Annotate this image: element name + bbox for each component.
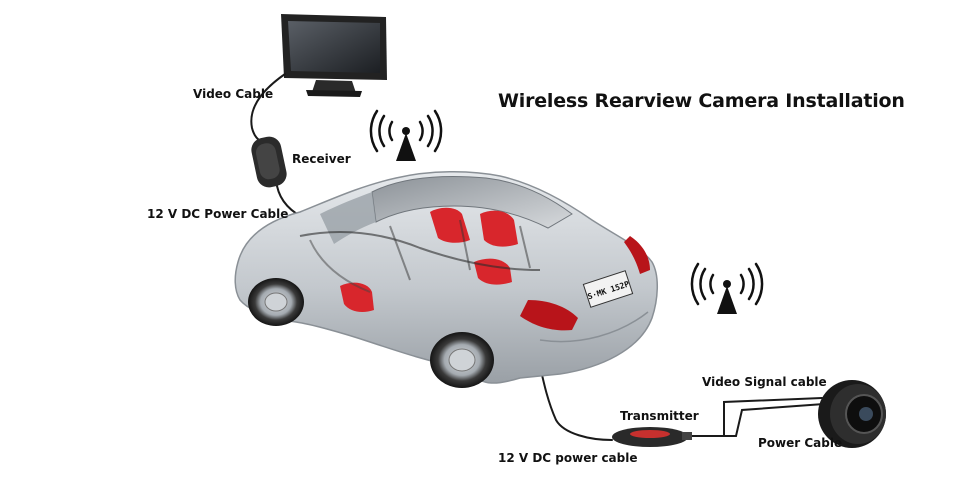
diagram-title: Wireless Rearview Camera Installation (498, 90, 905, 112)
transmitter-label: Transmitter (620, 409, 699, 423)
monitor (281, 14, 387, 97)
rear-wheel (430, 332, 494, 388)
transmitter-power-cable-label: 12 V DC power cable (498, 451, 638, 465)
video-cable-label: Video Cable (193, 87, 274, 101)
receiver-power-cable-label: 12 V DC Power Cable (147, 207, 289, 221)
receiver-label: Receiver (292, 152, 351, 166)
license-plate: S·MK 152P (582, 270, 634, 308)
video-signal-cable-label: Video Signal cable (702, 375, 827, 389)
front-wheel (248, 278, 304, 326)
camera-power-cable-label: Power Cable (758, 436, 843, 450)
camera-power-cable-line (707, 403, 825, 437)
wireless-signal-icon (690, 262, 764, 314)
receiver-box (251, 136, 287, 188)
video-cable-line (250, 73, 286, 143)
rear-camera (818, 380, 886, 448)
wireless-signal-icon (369, 109, 443, 161)
car: S·MK 152P (234, 170, 658, 388)
transmitter-box (612, 427, 692, 447)
video-signal-cable-line (687, 397, 823, 437)
